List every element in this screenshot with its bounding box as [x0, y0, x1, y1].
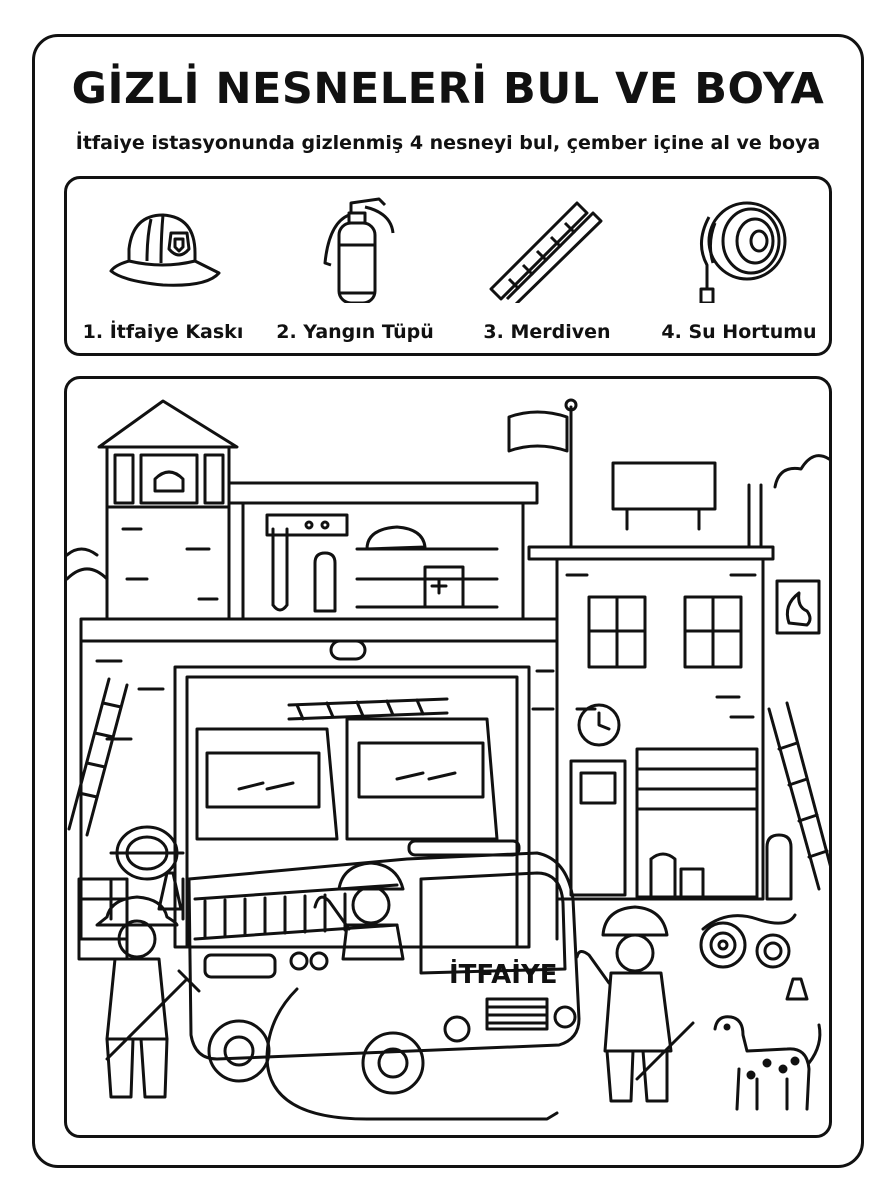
firefighter-driver: [313, 861, 405, 961]
hidden-ladder-left: [67, 677, 129, 837]
hidden-ladder-right: [767, 701, 829, 891]
items-to-find-panel: 1. İtfaiye Kaskı 2. Yangın Tüpü 3. Merdi…: [64, 176, 832, 356]
legend-item-helmet: 1. İtfaiye Kaskı: [67, 179, 259, 353]
upper-storage-room: [227, 481, 539, 621]
hidden-hose-reel: [77, 825, 185, 961]
storage-equipment: [649, 833, 809, 1001]
hose-reel-icon: [699, 201, 787, 303]
legend-label-extinguisher: 2. Yangın Tüpü: [276, 321, 434, 343]
firefighter-left: [95, 895, 201, 1099]
ground-hose: [265, 987, 559, 1121]
cloud: [773, 454, 829, 489]
page-subtitle: İtfaiye istasyonunda gizlenmiş 4 nesneyi…: [75, 132, 821, 154]
wall-clock: [577, 703, 621, 747]
legend-label-ladder: 3. Merdiven: [483, 321, 611, 343]
page-title: GİZLİ NESNELERİ BUL VE BOYA: [71, 64, 825, 114]
fire-station-scene: İTFAİYE: [64, 376, 832, 1138]
hidden-helmet-shelf: [365, 525, 427, 551]
flagpole: [507, 398, 578, 549]
firefighter-right: [575, 905, 695, 1103]
legend-item-ladder: 3. Merdiven: [451, 179, 643, 353]
legend-label-helmet: 1. İtfaiye Kaskı: [82, 321, 244, 343]
background-hills: [67, 567, 109, 581]
legend-label-hose: 4. Su Hortumu: [661, 321, 817, 343]
ladder-icon: [489, 201, 603, 303]
roll-up-door: [635, 747, 759, 899]
fire-truck: İTFAİYE: [187, 839, 581, 1095]
truck-wheel-rear: [361, 1031, 425, 1095]
legend-item-hose: 4. Su Hortumu: [643, 179, 835, 353]
cloud-left: [67, 547, 99, 557]
fire-extinguisher-icon: [323, 197, 395, 303]
watch-tower: [97, 399, 239, 621]
truck-label: İTFAİYE: [449, 958, 558, 990]
dalmatian-dog: [713, 1015, 822, 1111]
truck-wheel-front: [207, 1019, 271, 1083]
legend-item-extinguisher: 2. Yangın Tüpü: [259, 179, 451, 353]
traffic-cone: [157, 871, 183, 911]
fire-sign: [775, 579, 821, 635]
office-door: [569, 759, 627, 897]
chimney: [747, 483, 763, 549]
hidden-extinguisher-shelf: [313, 551, 337, 613]
parked-trucks: [195, 697, 499, 841]
helmet-icon: [109, 213, 221, 287]
page-frame: [32, 34, 864, 1168]
